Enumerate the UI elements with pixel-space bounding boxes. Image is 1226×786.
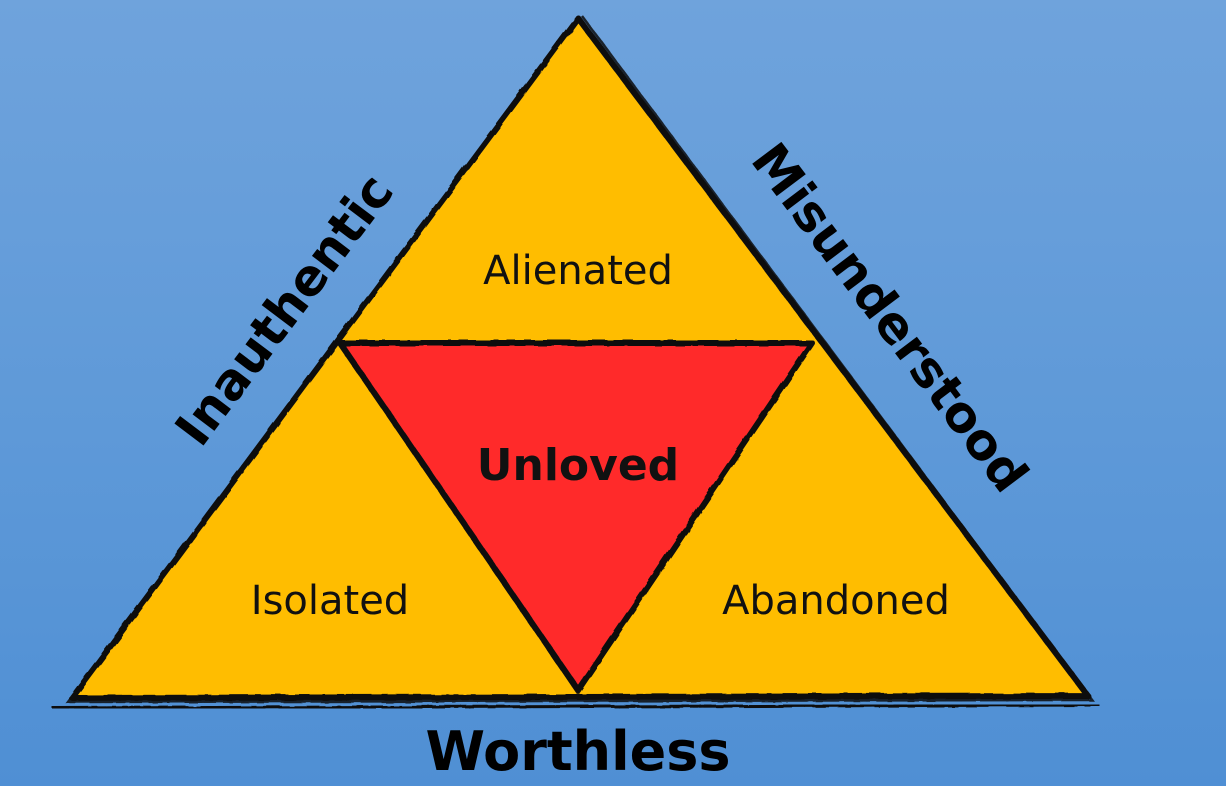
label-abandoned: Abandoned [722,578,950,624]
center-triangle-sketch [343,347,809,696]
label-isolated: Isolated [251,578,409,624]
label-alienated: Alienated [483,248,673,294]
label-unloved: Unloved [477,440,679,491]
bottom-edge-sketch [51,703,1101,710]
edge-label-worthless: Worthless [425,720,730,783]
outer-triangle-sketch [65,15,1095,704]
